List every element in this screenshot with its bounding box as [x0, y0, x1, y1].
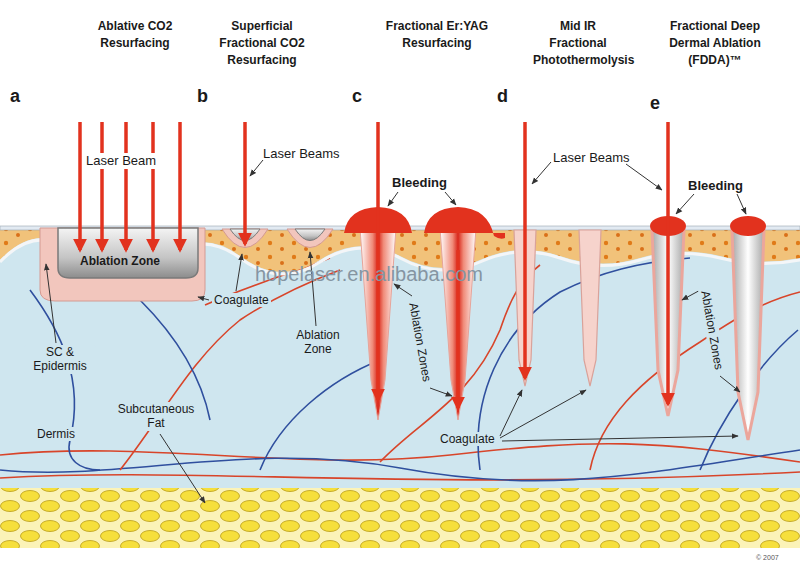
fat-cells — [0, 488, 800, 548]
layer-label: SC & Epidermis — [24, 345, 96, 374]
zone-label: Ablation Zone — [80, 254, 160, 268]
column-heading: Fractional Deep Dermal Ablation (FDDA)™ — [665, 18, 765, 68]
superficial-craters — [222, 229, 333, 248]
column-heading: Superficial Fractional CO2 Resurfacing — [212, 18, 312, 68]
column-heading: Ablative CO2 Resurfacing — [75, 18, 195, 52]
laser-beams — [80, 122, 668, 408]
dermis-layer — [0, 229, 800, 491]
watermark: hopelaser.en.alibaba.com — [255, 262, 483, 286]
beam-label: Laser Beams — [553, 150, 630, 166]
coagulate-label: Coagulate — [438, 432, 497, 446]
bleeding-label: Bleeding — [688, 178, 743, 194]
eryag-columns — [344, 207, 505, 420]
column-heading: Fractional Er:YAG Resurfacing — [377, 18, 497, 52]
midir-columns — [514, 230, 601, 386]
fat-layer — [0, 488, 800, 548]
layer-label: Subcutaneous Fat — [110, 402, 202, 431]
panel-letter: a — [10, 86, 20, 108]
layer-label: Dermis — [35, 427, 77, 441]
beam-label: Laser Beams — [263, 146, 340, 162]
leader-lines — [46, 160, 746, 503]
panel-letter: d — [497, 86, 508, 108]
bleeding-label: Bleeding — [392, 175, 447, 191]
panel-letter: b — [197, 86, 208, 108]
column-heading: Mid IR Fractional Photothermolysis — [533, 18, 623, 68]
zone-label: Ablation Zone — [288, 328, 348, 357]
beam-label: Laser Beam — [84, 153, 158, 169]
panel-letter: e — [650, 93, 660, 115]
panel-letter: c — [352, 86, 362, 108]
coagulate-label: Coagulate — [212, 293, 271, 307]
copyright-note: © 2007 — [756, 554, 779, 562]
